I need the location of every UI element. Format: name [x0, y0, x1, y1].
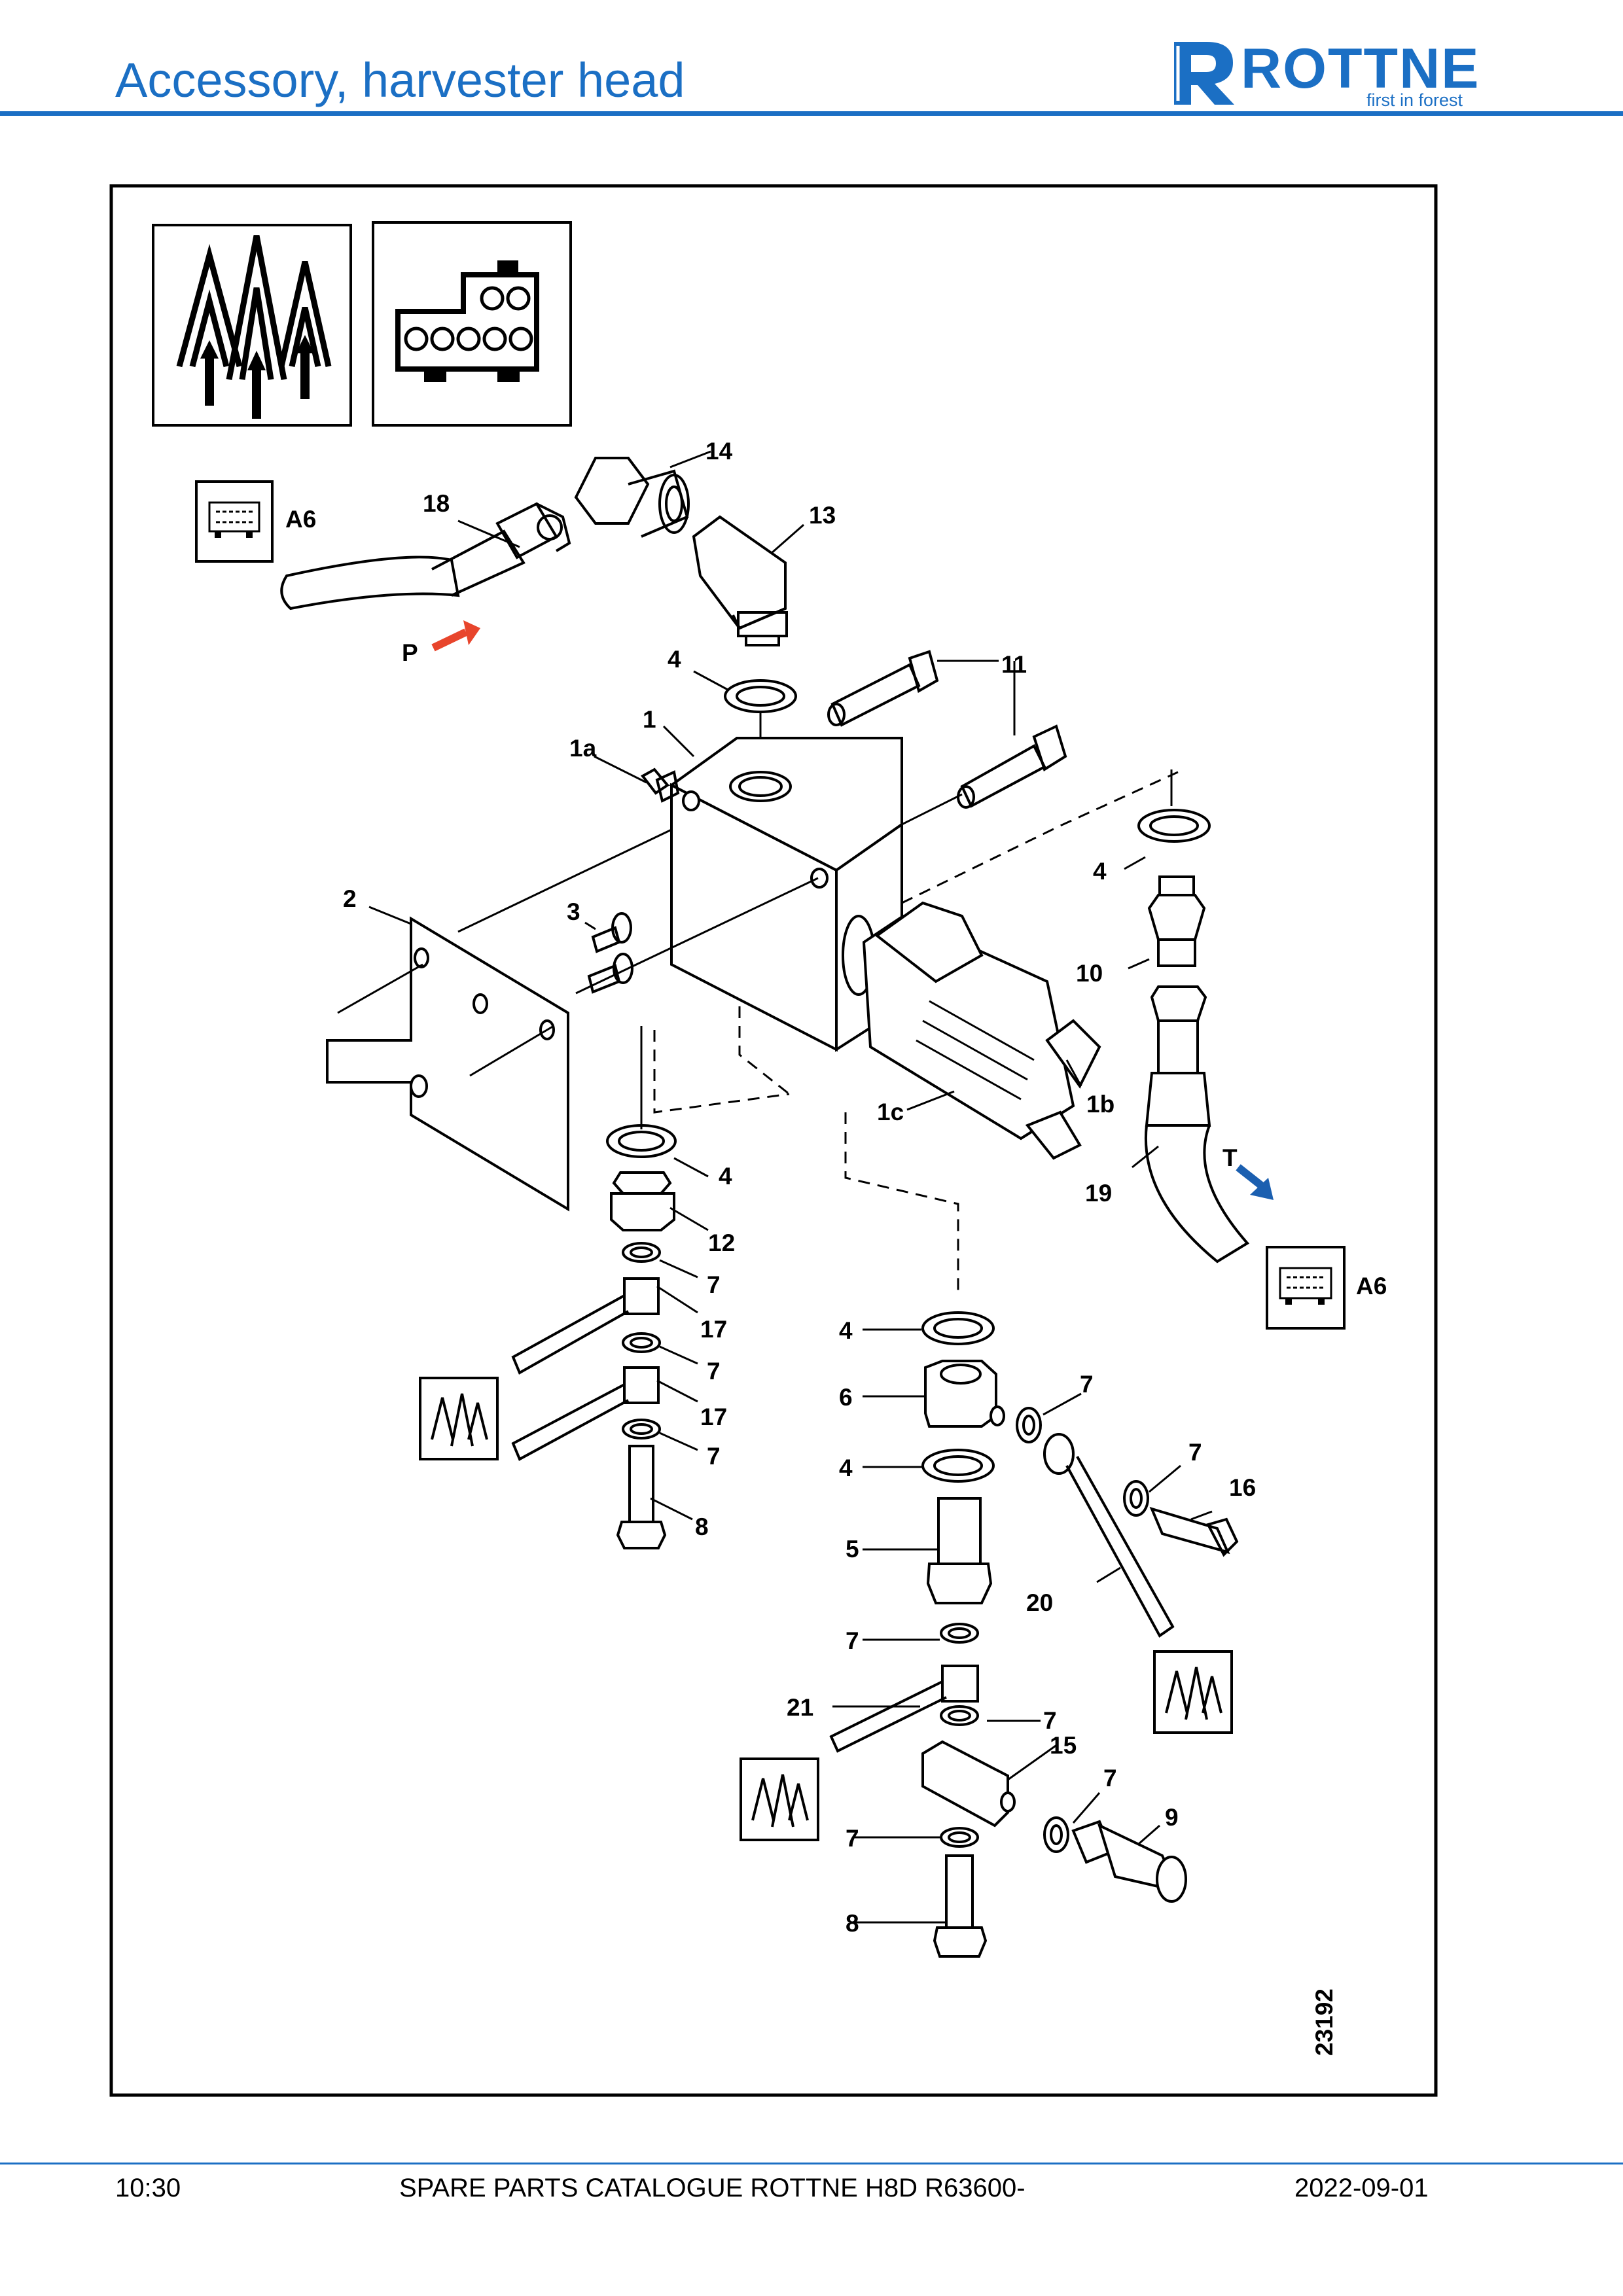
callout-8: 8	[846, 1910, 859, 1937]
washer	[622, 1242, 661, 1439]
callout-20: 20	[1026, 1589, 1053, 1616]
callout-4: 4	[839, 1317, 853, 1344]
callout-5: 5	[846, 1536, 859, 1563]
callout-7: 7	[707, 1271, 721, 1298]
banjo-hose	[829, 1665, 979, 1753]
connector-ref-a6-left-label: A6	[285, 506, 316, 533]
tank-arrow	[1236, 1164, 1266, 1190]
footer-catalogue-title: SPARE PARTS CATALOGUE ROTTNE H8D R63600-	[399, 2174, 1026, 2202]
sealing-ring	[1137, 809, 1211, 843]
callout-7: 7	[1188, 1439, 1202, 1466]
connector-ref-a6-right-label: A6	[1356, 1273, 1387, 1299]
callout-15: 15	[1050, 1732, 1077, 1759]
return-hose	[1145, 985, 1250, 1263]
pressure-hose	[280, 502, 571, 610]
washer	[940, 1407, 1149, 1853]
callout-6: 6	[839, 1384, 853, 1411]
callout-9: 9	[1165, 1804, 1179, 1831]
brand-logo: ROTTNE first in forest	[1169, 37, 1509, 114]
callout-17: 17	[700, 1404, 727, 1430]
callout-7: 7	[846, 1825, 859, 1852]
callout-11: 11	[1001, 651, 1027, 678]
mounting-plate	[326, 916, 569, 1212]
rottne-r-icon	[1174, 42, 1234, 105]
callout-2: 2	[343, 885, 357, 912]
banjo-hose	[1043, 1433, 1175, 1638]
pressure-arrow-head	[463, 620, 480, 645]
forest-machine-icon	[152, 224, 352, 427]
callout-1c: 1c	[877, 1099, 904, 1125]
callout-12: 12	[708, 1229, 735, 1256]
forest-mini-icon	[419, 1377, 499, 1460]
callout-13: 13	[809, 502, 836, 529]
sensor-bracket	[921, 1740, 1016, 1828]
callout-4: 4	[719, 1163, 732, 1190]
logo-word: ROTTNE	[1241, 37, 1480, 100]
elbow-fitting	[574, 457, 690, 538]
callout-labels: 14 18 13 4 11 1 1a 2 3 4 10 1c 1b 19 4 1…	[343, 438, 1256, 1937]
callout-1b: 1b	[1086, 1091, 1115, 1118]
callout-18: 18	[423, 490, 450, 517]
forest-mini-icon	[740, 1757, 819, 1841]
figure-number: 23192	[1311, 1988, 1338, 2056]
callout-1a: 1a	[569, 735, 597, 762]
adapter-nut	[610, 1171, 675, 1231]
tank-port-label: T	[1222, 1144, 1238, 1171]
pressure-port-label: P	[402, 639, 418, 666]
block-fitting	[924, 1360, 1005, 1428]
callout-7: 7	[846, 1627, 859, 1654]
callout-7: 7	[707, 1358, 721, 1385]
diagram-frame	[109, 184, 1438, 2097]
callout-19: 19	[1085, 1180, 1112, 1207]
banjo-bolt	[616, 1445, 667, 1549]
callout-21: 21	[787, 1694, 813, 1721]
logo-tagline: first in forest	[1366, 90, 1463, 110]
footer-rule	[0, 2163, 1623, 2164]
footer-page-number: 10:30	[115, 2174, 181, 2202]
callout-10: 10	[1076, 960, 1103, 987]
callout-4: 4	[668, 646, 681, 673]
callout-3: 3	[567, 898, 580, 925]
connector-icon	[372, 221, 572, 427]
connector-ref-a6-right	[1266, 1246, 1346, 1330]
elbow-adapter	[692, 515, 788, 646]
header-rule	[0, 111, 1623, 116]
callout-16: 16	[1229, 1474, 1256, 1501]
callout-4: 4	[839, 1455, 853, 1481]
callout-7: 7	[1043, 1707, 1057, 1734]
callout-17: 17	[700, 1316, 727, 1343]
hollow-bolt	[1149, 1506, 1239, 1557]
screw	[587, 912, 633, 994]
leader-lines	[368, 450, 1213, 1924]
plug-fitting	[640, 768, 680, 803]
sealing-ring	[606, 1124, 677, 1158]
callout-8: 8	[695, 1513, 709, 1540]
callout-4: 4	[1093, 858, 1107, 885]
callout-7: 7	[707, 1443, 721, 1470]
footer-date: 2022-09-01	[1294, 2174, 1429, 2202]
adapter-fitting	[1147, 875, 1206, 967]
callout-14: 14	[705, 438, 733, 465]
connector-ref-a6-left	[195, 480, 274, 563]
page-title: Accessory, harvester head	[115, 53, 685, 107]
callout-7: 7	[1103, 1765, 1117, 1792]
bolt	[957, 724, 1067, 809]
sealing-ring	[724, 679, 797, 713]
pressure-sensor	[1071, 1820, 1187, 1903]
sealing-ring	[921, 1311, 995, 1483]
banjo-bolt	[933, 1854, 988, 1958]
callout-7: 7	[1080, 1371, 1094, 1398]
banjo-hose	[511, 1277, 660, 1461]
forest-mini-icon	[1153, 1650, 1233, 1734]
callout-1: 1	[643, 706, 656, 733]
pressure-arrow	[431, 628, 468, 652]
tank-arrow-head	[1250, 1178, 1274, 1200]
banjo-bolt	[926, 1497, 993, 1604]
bolt	[827, 650, 939, 727]
solenoid-valve	[842, 901, 1101, 1160]
